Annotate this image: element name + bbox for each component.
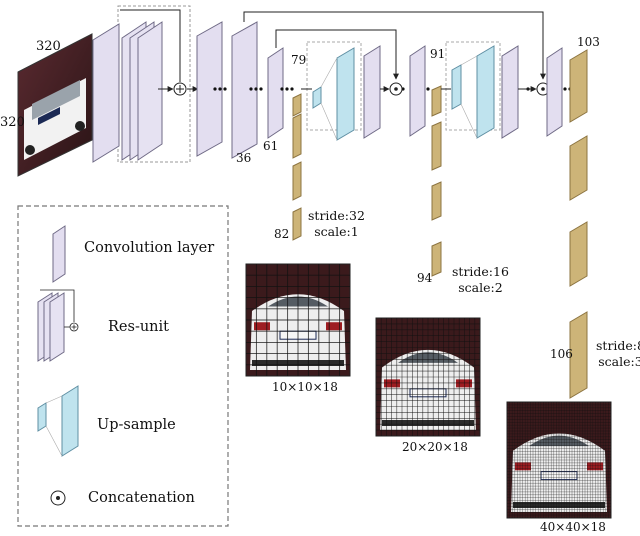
detection-conv-2b bbox=[431, 181, 442, 221]
route-connections bbox=[243, 11, 546, 80]
stride-label-1: stride:32 scale:1 bbox=[308, 208, 365, 239]
conv-layer-post-concat-2 bbox=[546, 47, 563, 137]
legend-label-convolution: Convolution layer bbox=[84, 240, 215, 256]
conv-before-concat-2 bbox=[501, 45, 519, 139]
layer-number-106: 106 bbox=[550, 347, 573, 361]
scale-value: scale:3 bbox=[598, 353, 640, 369]
layer-number-79: 79 bbox=[291, 53, 307, 67]
legend-resunit-icon bbox=[37, 289, 79, 362]
output-layer-91 bbox=[431, 85, 442, 117]
layer-number-91: 91 bbox=[430, 47, 446, 61]
output-grid-40x40 bbox=[506, 401, 612, 519]
input-width-label: 320 bbox=[36, 39, 61, 54]
stride-label-3: stride:8 scale:3 bbox=[596, 338, 640, 369]
output-grid-20x20 bbox=[375, 317, 481, 437]
upsample-2 bbox=[451, 45, 495, 139]
legend-upsample-icon bbox=[37, 385, 79, 457]
stride-value: stride:32 bbox=[308, 208, 365, 223]
conv-layer-61 bbox=[267, 47, 284, 139]
legend-box bbox=[17, 205, 229, 527]
layer-number-82: 82 bbox=[274, 227, 290, 241]
conv-before-concat-1 bbox=[363, 45, 381, 139]
conv-layer-2 bbox=[196, 21, 223, 157]
legend-concatenation-icon bbox=[50, 490, 66, 506]
grid-caption-1: 10×10×18 bbox=[272, 380, 338, 394]
stride-value: stride:8 bbox=[596, 338, 640, 353]
output-layer-94 bbox=[431, 241, 442, 277]
input-height-label: 320 bbox=[0, 115, 25, 130]
output-layer-79 bbox=[292, 93, 302, 117]
scale-value: scale:2 bbox=[458, 279, 503, 295]
output-grid-10x10 bbox=[245, 263, 351, 377]
grid-caption-2: 20×20×18 bbox=[402, 440, 468, 454]
stride-value: stride:16 bbox=[452, 264, 509, 279]
legend-label-upsample: Up-sample bbox=[97, 417, 176, 433]
layer-number-61: 61 bbox=[263, 139, 279, 153]
layer-number-103: 103 bbox=[577, 35, 600, 49]
grid-caption-3: 40×40×18 bbox=[540, 520, 606, 534]
detection-conv-3b bbox=[569, 221, 588, 287]
layer-number-36: 36 bbox=[236, 151, 252, 165]
output-layer-103 bbox=[569, 49, 588, 123]
conv-layer-36 bbox=[231, 21, 258, 159]
legend-label-concatenation: Concatenation bbox=[88, 490, 195, 506]
conv-layer-1 bbox=[92, 23, 120, 163]
legend-conv-icon bbox=[52, 225, 66, 283]
stride-label-2: stride:16 scale:2 bbox=[452, 264, 509, 295]
detection-conv-2a bbox=[431, 121, 442, 171]
layer-number-94: 94 bbox=[417, 271, 433, 285]
detection-conv-1a bbox=[292, 113, 302, 159]
residual-skip-path bbox=[120, 9, 199, 96]
input-image bbox=[17, 33, 93, 177]
detection-conv-3a bbox=[569, 135, 588, 201]
conv-layer-post-concat-1 bbox=[409, 45, 426, 137]
legend-label-resunit: Res-unit bbox=[108, 319, 169, 335]
upsample-box-1 bbox=[306, 41, 362, 131]
concatenation-node-1 bbox=[389, 82, 403, 96]
scale-value: scale:1 bbox=[314, 223, 359, 239]
detection-conv-1b bbox=[292, 161, 302, 201]
resunit-stack-1 bbox=[121, 21, 163, 161]
upsample-box-2 bbox=[445, 41, 501, 131]
output-layer-82 bbox=[292, 207, 302, 241]
upsample-1 bbox=[312, 47, 355, 141]
output-layer-106 bbox=[569, 311, 588, 399]
